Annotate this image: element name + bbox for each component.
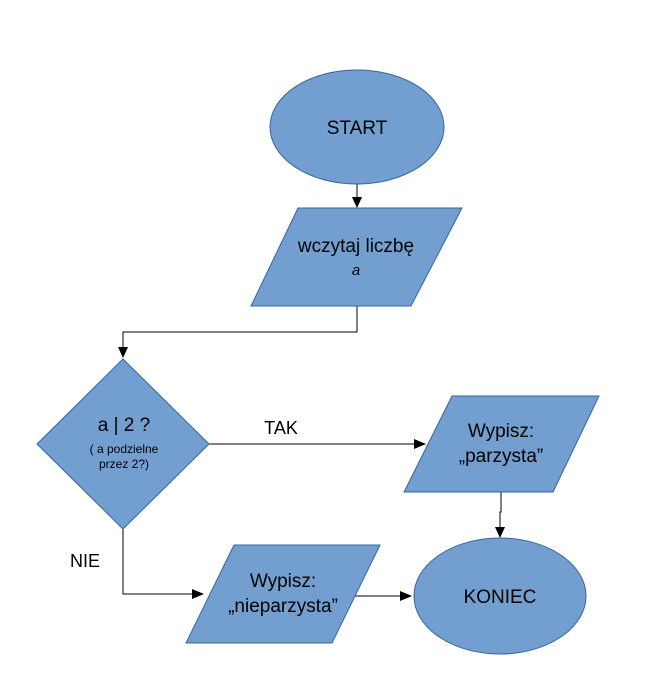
output-even-line2: „parzysta” [459, 446, 543, 467]
start-ellipse [269, 69, 445, 185]
decision-note-line2: przez 2?) [99, 457, 149, 471]
output-odd-line2: „nieparzysta” [228, 596, 338, 617]
output-even-line1: Wypisz: [468, 421, 534, 442]
arrowhead-decision-even [414, 439, 426, 449]
output-odd-parallelogram [185, 544, 381, 644]
arrowhead-even-end [495, 527, 505, 538]
end-node: KONIEC [413, 537, 587, 655]
edge-even-end [499, 492, 502, 528]
no-label: NIE [70, 551, 100, 571]
output-odd-line1: Wypisz: [250, 571, 316, 592]
decision-node: a | 2 ? ( a podzielne przez 2?) [36, 358, 210, 530]
decision-diamond [36, 358, 210, 530]
end-label: KONIEC [464, 587, 537, 608]
arrowhead-start-input [352, 197, 362, 208]
end-ellipse [413, 537, 587, 655]
output-even-node: Wypisz: „parzysta” [403, 395, 600, 493]
arrowhead-decision-odd [192, 589, 204, 599]
input-variable: a [352, 262, 360, 279]
input-node: wczytaj liczbę a [250, 207, 463, 307]
edge-decision-odd [122, 529, 193, 595]
yes-label: TAK [264, 418, 298, 438]
output-even-parallelogram [403, 395, 600, 493]
output-odd-node: Wypisz: „nieparzysta” [185, 544, 381, 644]
decision-condition: a | 2 ? [98, 415, 150, 436]
start-label: START [327, 118, 388, 139]
input-label: wczytaj liczbę [297, 236, 414, 257]
decision-note-line1: ( a podzielne [90, 442, 159, 456]
edge-input-decision [122, 306, 358, 348]
arrowhead-odd-end [400, 591, 412, 601]
start-node: START [269, 69, 445, 185]
connectors [118, 183, 505, 601]
arrowhead-input-decision [118, 347, 128, 358]
input-parallelogram [250, 207, 463, 307]
